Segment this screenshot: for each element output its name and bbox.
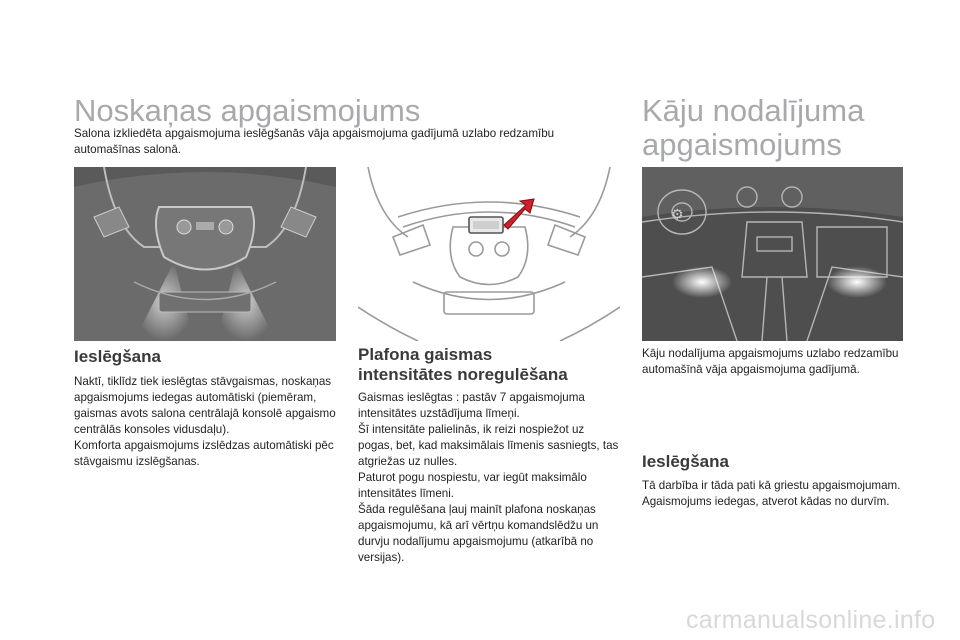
- page-title-ambient-lighting: Noskaņas apgaismojums: [74, 93, 421, 128]
- title-line-1: Kāju nodalījuma: [642, 93, 865, 128]
- middle-body-text: Gaismas ieslēgtas : pastāv 7 apgaismojum…: [358, 390, 620, 566]
- intro-ambient-lighting: Salona izkliedēta apgaismojuma ieslēgšan…: [74, 127, 555, 156]
- watermark-text: carmanualsonline.info: [686, 606, 936, 634]
- section-title-brightness-adjustment: Plafona gaismas intensitātes noregulēšan…: [358, 345, 628, 385]
- middle-paragraph-4: Šāda regulēšana ļauj mainīt plafona nosk…: [358, 503, 599, 564]
- svg-text:⚙: ⚙: [671, 207, 684, 223]
- footwell-lighting-illustration: ⚙: [642, 167, 903, 341]
- title-line-2: apgaismojums: [642, 127, 842, 162]
- ceiling-light-button-illustration: [358, 167, 620, 341]
- page-title-footwell-lighting: Kāju nodalījuma apgaismojums: [642, 94, 942, 162]
- left-paragraph-2: Komforta apgaismojums izslēdzas automāti…: [74, 439, 334, 468]
- section-title-switch-on-left: Ieslēgšana: [74, 347, 161, 366]
- right-paragraph-1: Tā darbība ir tāda pati kā griestu apgai…: [642, 479, 901, 508]
- left-body-text: Naktī, tiklīdz tiek ieslēgtas stāvgaisma…: [74, 374, 344, 470]
- middle-paragraph-2: Šī intensitāte palielinās, ik reizi nosp…: [358, 423, 619, 468]
- ambient-lighting-illustration: [74, 167, 336, 341]
- right-body-text: Tā darbība ir tāda pati kā griestu apgai…: [642, 478, 902, 510]
- section-title-line-2: intensitātes noregulēšana: [358, 365, 568, 384]
- intro-footwell-lighting: Kāju nodalījuma apgaismojums uzlabo redz…: [642, 347, 899, 376]
- section-title-switch-on-right: Ieslēgšana: [642, 452, 729, 471]
- middle-paragraph-3: Paturot pogu nospiestu, var iegūt maksim…: [358, 471, 587, 500]
- left-paragraph-1: Naktī, tiklīdz tiek ieslēgtas stāvgaisma…: [74, 375, 336, 436]
- section-title-line-1: Plafona gaismas: [358, 345, 493, 364]
- middle-paragraph-1: Gaismas ieslēgtas : pastāv 7 apgaismojum…: [358, 391, 585, 420]
